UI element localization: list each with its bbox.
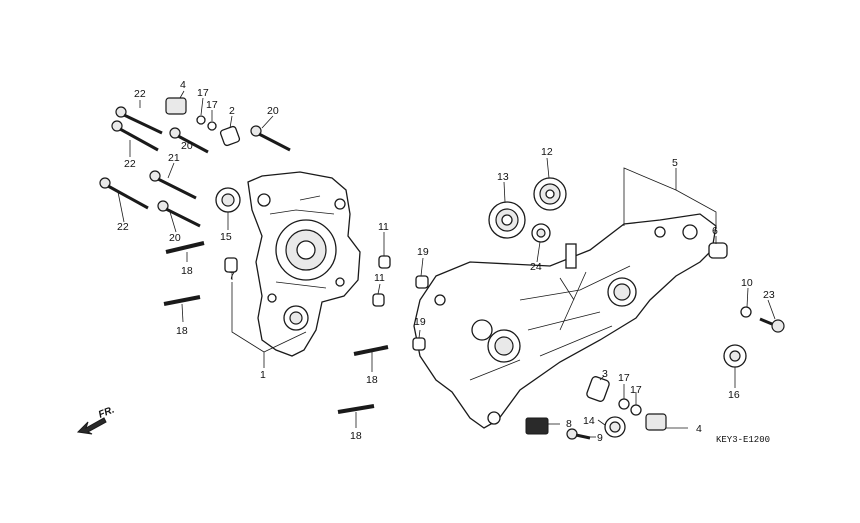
callout-17-top-left: 17 [197, 87, 209, 99]
callout-12: 12 [541, 146, 553, 158]
callout-6: 6 [712, 225, 718, 237]
callout-13: 13 [497, 171, 509, 183]
front-direction-arrow: FR. [76, 405, 116, 435]
callout-22-bottom: 22 [117, 221, 129, 233]
callout-8: 8 [566, 418, 572, 430]
callout-21: 21 [168, 152, 180, 164]
callout-22-top: 22 [134, 88, 146, 100]
callout-24: 24 [530, 261, 542, 273]
callout-18-c: 18 [366, 374, 378, 386]
callout-17-bottom-left: 17 [618, 372, 630, 384]
leader-lines [117, 90, 776, 438]
callout-9: 9 [597, 432, 603, 444]
callout-4-bottom: 4 [696, 423, 702, 435]
callout-11-top: 11 [378, 221, 389, 233]
callout-2: 2 [229, 105, 235, 117]
callout-5: 5 [672, 157, 678, 169]
callout-17-bottom-right: 17 [630, 384, 642, 396]
callout-17-top-right: 17 [206, 99, 218, 111]
callout-22-mid: 22 [124, 158, 136, 170]
callout-11-bottom: 11 [374, 272, 385, 284]
callout-19-bottom: 19 [414, 316, 426, 328]
bolts [99, 106, 785, 333]
small-parts [165, 97, 752, 440]
front-label: FR. [97, 405, 116, 421]
right-crankcase-half [413, 213, 717, 429]
callout-20-top: 20 [267, 105, 279, 117]
diagram-reference-code: KEY3-E1200 [716, 435, 770, 445]
callout-18-b: 18 [176, 325, 188, 337]
callout-20-bottom: 20 [169, 232, 181, 244]
callout-19-top: 19 [417, 246, 429, 258]
callout-labels: 1 2 3 4 4 5 6 7 8 9 10 11 11 12 13 14 15… [117, 79, 775, 444]
callout-7: 7 [229, 270, 235, 282]
callout-1: 1 [260, 369, 266, 381]
callout-14: 14 [583, 415, 595, 427]
callout-20-mid: 20 [181, 140, 193, 152]
callout-15: 15 [220, 231, 232, 243]
left-crankcase-half [247, 171, 361, 357]
studs [163, 241, 389, 414]
callout-3: 3 [602, 368, 608, 380]
callout-10: 10 [741, 277, 753, 289]
callout-16: 16 [728, 389, 740, 401]
callout-18-d: 18 [350, 430, 362, 442]
callout-4-top: 4 [180, 79, 186, 91]
callout-18-a: 18 [181, 265, 193, 277]
callout-23: 23 [763, 289, 775, 301]
